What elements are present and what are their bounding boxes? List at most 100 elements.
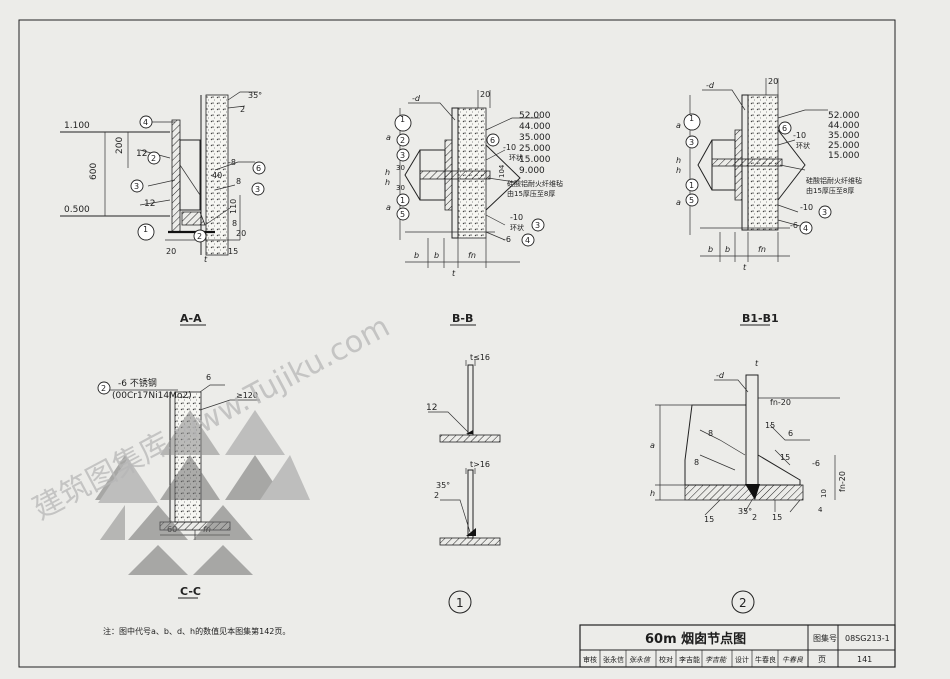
bb-dim-h2: h [385, 178, 390, 187]
bb-dim-30a: 30 [396, 164, 405, 172]
cc-plate-label: -6 不锈钢 [118, 377, 157, 389]
bb-dim-fn: fn [468, 251, 476, 260]
b1-note-a: -10 [793, 131, 806, 140]
b1-note-c: 硅酸铝耐火纤维毡 [806, 176, 862, 185]
bb-bubbles: 1 2 6 3 1 5 3 4 [394, 114, 545, 247]
aa-bubble-6: 6 [256, 164, 261, 173]
aa-dim-15: 15 [228, 247, 238, 256]
title-row-4: 李吉能 [679, 655, 700, 664]
aa-dim-t: t [204, 255, 208, 264]
aa-dim-40: 40 [212, 171, 222, 180]
page-label: 页 [818, 655, 826, 664]
d1-top-label: t≤16 [470, 353, 490, 362]
aa-bubble-4: 4 [143, 118, 148, 127]
atlas-number: 08SG213-1 [845, 634, 890, 643]
aa-vertical-plate [171, 119, 181, 233]
bb-note-a: -10 [503, 143, 516, 152]
b1-note-d: 由15厚压至8厚 [806, 186, 854, 195]
aa-weld-12b: 12 [144, 199, 155, 209]
b1-note-e: -10 [800, 203, 813, 212]
sheet-note: 注：图中代号a、b、d、h的数值见本图集第142页。 [103, 626, 290, 636]
cc-section-label: C-C [180, 585, 201, 598]
b1-plate-label: -d [706, 81, 715, 90]
b1-ring-plate [711, 158, 783, 167]
d2-weld-15a: 15 [765, 421, 775, 430]
aa-elev-bottom: 0.500 [64, 205, 90, 215]
sheet-title: 60m 烟囱节点图 [645, 631, 746, 647]
bb-note-f: 环状 [510, 223, 524, 232]
d2-dim-fn20b: fn-20 [838, 471, 847, 492]
detail-1 [428, 360, 501, 614]
title-block [579, 624, 896, 668]
bb-dim-104: 104 [498, 164, 506, 178]
title-row: 审核 张永信 张永信 校对 李吉能 李吉能 设计 牛春良 牛春良 [583, 655, 804, 664]
b1-bubbles: 1 6 3 1 5 3 4 [683, 113, 832, 235]
d2-minus6: -6 [812, 459, 820, 468]
bb-bubble-3: 3 [400, 151, 405, 160]
aa-angle: 35° [248, 91, 262, 100]
bb-bubble-5: 5 [400, 210, 405, 219]
b1-dim-b2: b [725, 245, 730, 254]
aa-weld-2: 2 [240, 105, 245, 114]
b1-dim-a2: a [676, 198, 681, 207]
bb-section-label: B-B [452, 312, 473, 325]
bb-elev-4: 15.000 [519, 155, 551, 165]
b1-bubble-5: 5 [689, 196, 694, 205]
bb-elev-2: 35.000 [519, 133, 551, 143]
bb-bubble-6: 6 [490, 136, 495, 145]
d2-dim-4: 4 [818, 506, 823, 514]
aa-bubble-2: 2 [151, 154, 156, 163]
d2-weld-8b: 8 [694, 458, 699, 467]
aa-weld-8a: 8 [236, 177, 241, 186]
drawing-border [18, 19, 896, 668]
bb-elev-5: 9.000 [519, 166, 545, 176]
d2-weld-15c: 15 [704, 515, 714, 524]
page-number: 141 [857, 655, 872, 664]
section-b1b1 [689, 78, 828, 262]
d2-weld-8a: 8 [708, 429, 713, 438]
aa-bubble-2b: 2 [197, 232, 202, 241]
bb-note-b: 环状 [509, 153, 523, 162]
bb-elev-1: 44.000 [519, 122, 551, 132]
title-row-2: 张永信 [629, 656, 651, 664]
d2-weld-15d: 15 [772, 513, 782, 522]
aa-bubble-3b: 3 [255, 185, 260, 194]
cc-weld-6: 6 [206, 373, 211, 382]
title-row-0: 审核 [583, 655, 597, 664]
b1-elev-3: 25.000 [828, 141, 860, 151]
b1-dim-b1: b [708, 245, 713, 254]
d2-dim-10: 10 [820, 489, 828, 498]
aa-dim-20a: 20 [236, 229, 246, 238]
aa-bubble-1: 1 [143, 225, 148, 234]
b1-bubble-3b: 3 [822, 208, 827, 217]
b1-dim-h1: h [676, 156, 681, 165]
title-row-3: 校对 [659, 655, 673, 664]
title-row-7: 牛春良 [755, 655, 776, 664]
b1-bottom-dims: b b t fn [708, 245, 766, 272]
bb-ring-plate [419, 170, 491, 180]
b1-note-b: 环状 [796, 141, 810, 150]
bb-bubble-4: 4 [525, 236, 530, 245]
aa-weld-8b: 8 [232, 219, 237, 228]
b1-note-g: -6 [790, 221, 798, 230]
bb-note-c: 硅酸铝耐火纤维毡 [507, 179, 563, 188]
d1-weld-12: 12 [426, 403, 437, 413]
bb-dim-b2: b [434, 251, 439, 260]
d2-angle: 35° [738, 507, 752, 516]
b1-side-dims: a a h h [676, 121, 681, 207]
aa-dim-200: 200 [115, 137, 125, 154]
bb-side-dims: a a h h 30 30 104 [385, 133, 506, 212]
b1-elev-2: 35.000 [828, 131, 860, 141]
aa-dim-600: 600 [89, 163, 99, 180]
b1-dim-t: t [743, 263, 747, 272]
section-bb [399, 90, 540, 268]
aa-bubbles: 4 2 3 1 2 6 3 [130, 115, 266, 243]
detail-2 [655, 374, 840, 614]
bb-bubble-3b: 3 [535, 221, 540, 230]
d1-angle: 35° [436, 481, 450, 490]
b1-bubble-4: 4 [803, 224, 808, 233]
d2-dim-fn20a: fn-20 [770, 398, 791, 407]
b1-dim-fn: fn [758, 245, 766, 254]
bb-dim-a1: a [386, 133, 391, 142]
